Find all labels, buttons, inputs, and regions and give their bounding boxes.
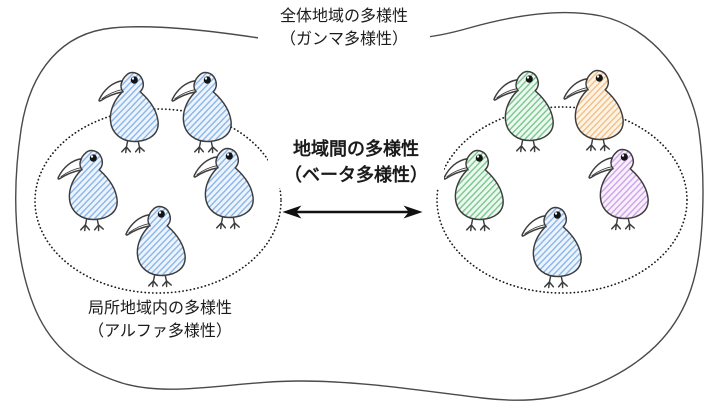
kiwi-bird-purple [588, 148, 649, 231]
kiwi-bird-blue [521, 206, 582, 289]
beta-label-line1: 地域間の多様性 [268, 137, 444, 163]
beta-label-line2: （ベータ多様性） [268, 162, 444, 189]
kiwi-bird-blue [193, 147, 254, 230]
beta-diversity-label: 地域間の多様性 （ベータ多様性） [268, 137, 444, 189]
gamma-label-line2: （ガンマ多様性） [258, 27, 430, 51]
kiwi-bird-blue [98, 71, 159, 154]
kiwi-bird-blue [57, 149, 118, 232]
kiwi-bird-green [493, 70, 554, 153]
kiwi-bird-green [443, 149, 504, 232]
kiwi-bird-blue [125, 205, 186, 288]
gamma-label-line1: 全体地域の多様性 [258, 5, 430, 28]
beta-diversity-arrow [282, 205, 423, 219]
local-region-left-outline [34, 108, 282, 294]
local-region-right-outline [436, 106, 688, 294]
kiwi-bird-orange [563, 69, 624, 152]
kiwi-bird-blue [171, 71, 232, 154]
alpha-label-line1: 局所地域内の多様性 [72, 297, 248, 320]
overall-region-outline [15, 11, 704, 401]
gamma-diversity-label: 全体地域の多様性 （ガンマ多様性） [258, 5, 430, 51]
alpha-label-line2: （アルファ多様性） [72, 319, 248, 343]
alpha-diversity-label: 局所地域内の多様性 （アルファ多様性） [72, 297, 248, 343]
